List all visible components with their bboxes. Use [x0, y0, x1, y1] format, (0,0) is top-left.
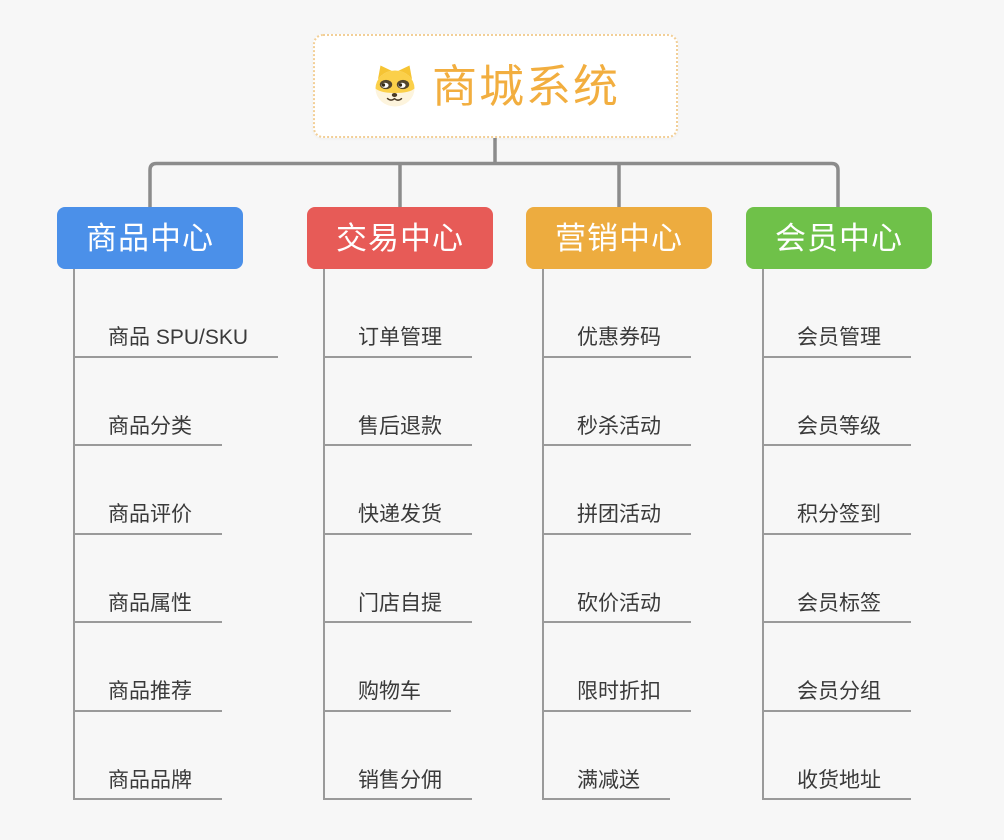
subtopic-item[interactable]: 满减送 — [544, 712, 712, 800]
subtopic-item[interactable]: 销售分佣 — [325, 712, 493, 800]
root-title: 商城系统 — [431, 60, 620, 112]
subtopic-list: 商品 SPU/SKU 商品分类 商品评价 商品属性 商品推荐 商品品牌 — [73, 269, 279, 800]
subtopic-label: 快递发货 — [325, 502, 472, 535]
subtopic-item[interactable]: 会员等级 — [764, 358, 932, 446]
subtopic-item[interactable]: 会员分组 — [764, 623, 932, 712]
branch-label: 商品中心 — [86, 220, 214, 256]
subtopic-label: 商品推荐 — [75, 679, 222, 712]
dog-logo-icon — [375, 65, 415, 107]
subtopic-list: 订单管理 售后退款 快递发货 门店自提 购物车 销售分佣 — [323, 269, 493, 800]
subtopic-label: 商品品牌 — [75, 768, 222, 800]
subtopic-item[interactable]: 商品评价 — [75, 446, 278, 535]
subtopic-item[interactable]: 收货地址 — [764, 712, 932, 800]
subtopic-label: 销售分佣 — [325, 768, 472, 800]
branch-node-member-center[interactable]: 会员中心 — [746, 207, 932, 269]
subtopic-item[interactable]: 优惠券码 — [544, 269, 712, 358]
branch-node-marketing-center[interactable]: 营销中心 — [526, 207, 712, 269]
subtopic-item[interactable]: 秒杀活动 — [544, 358, 712, 446]
subtopic-item[interactable]: 商品 SPU/SKU — [75, 269, 279, 358]
subtopic-item[interactable]: 门店自提 — [325, 535, 493, 623]
subtopic-item[interactable]: 限时折扣 — [544, 623, 712, 712]
root-node[interactable]: 商城系统 — [313, 34, 678, 138]
subtopic-list: 会员管理 会员等级 积分签到 会员标签 会员分组 收货地址 — [762, 269, 932, 800]
subtopic-item[interactable]: 拼团活动 — [544, 446, 712, 535]
branch-column-marketing-center: 营销中心 优惠券码 秒杀活动 拼团活动 砍价活动 限时折扣 满减送 — [526, 207, 712, 800]
subtopic-item[interactable]: 商品属性 — [75, 535, 278, 623]
subtopic-label: 会员标签 — [764, 591, 911, 623]
branch-label: 会员中心 — [775, 220, 903, 256]
subtopic-item[interactable]: 商品推荐 — [75, 623, 278, 712]
subtopic-label: 秒杀活动 — [544, 414, 691, 446]
subtopic-item[interactable]: 售后退款 — [325, 358, 493, 446]
subtopic-item[interactable]: 订单管理 — [325, 269, 493, 358]
subtopic-item[interactable]: 会员管理 — [764, 269, 932, 358]
subtopic-label: 商品评价 — [75, 502, 222, 535]
subtopic-label: 会员管理 — [764, 325, 911, 358]
subtopic-label: 售后退款 — [325, 414, 472, 446]
subtopic-label: 限时折扣 — [544, 679, 691, 712]
subtopic-label: 商品分类 — [75, 414, 222, 446]
branch-column-member-center: 会员中心 会员管理 会员等级 积分签到 会员标签 会员分组 收货地址 — [746, 207, 932, 800]
subtopic-item[interactable]: 会员标签 — [764, 535, 932, 623]
branch-label: 交易中心 — [336, 220, 464, 256]
subtopic-label: 商品属性 — [75, 591, 222, 623]
branch-node-trade-center[interactable]: 交易中心 — [307, 207, 493, 269]
subtopic-label: 满减送 — [544, 768, 670, 800]
subtopic-label: 拼团活动 — [544, 502, 691, 535]
subtopic-label: 优惠券码 — [544, 325, 691, 358]
subtopic-item[interactable]: 砍价活动 — [544, 535, 712, 623]
branch-rail-line — [148, 161, 840, 208]
subtopic-label: 会员等级 — [764, 414, 911, 446]
subtopic-item[interactable]: 积分签到 — [764, 446, 932, 535]
branch-label: 营销中心 — [555, 220, 683, 256]
branch-column-trade-center: 交易中心 订单管理 售后退款 快递发货 门店自提 购物车 销售分佣 — [307, 207, 493, 800]
subtopic-label: 门店自提 — [325, 591, 472, 623]
subtopic-item[interactable]: 快递发货 — [325, 446, 493, 535]
subtopic-label: 收货地址 — [764, 768, 911, 800]
subtopic-label: 购物车 — [325, 679, 451, 712]
subtopic-label: 会员分组 — [764, 679, 911, 712]
branch-column-product-center: 商品中心 商品 SPU/SKU 商品分类 商品评价 商品属性 商品推荐 商品品牌 — [57, 207, 279, 800]
subtopic-list: 优惠券码 秒杀活动 拼团活动 砍价活动 限时折扣 满减送 — [542, 269, 712, 800]
branch-node-product-center[interactable]: 商品中心 — [57, 207, 243, 269]
subtopic-label: 订单管理 — [325, 325, 472, 358]
subtopic-label: 商品 SPU/SKU — [75, 325, 279, 358]
subtopic-item[interactable]: 商品分类 — [75, 358, 278, 446]
subtopic-label: 砍价活动 — [544, 591, 691, 623]
subtopic-item[interactable]: 商品品牌 — [75, 712, 278, 800]
subtopic-item[interactable]: 购物车 — [325, 623, 493, 712]
subtopic-label: 积分签到 — [764, 502, 911, 535]
